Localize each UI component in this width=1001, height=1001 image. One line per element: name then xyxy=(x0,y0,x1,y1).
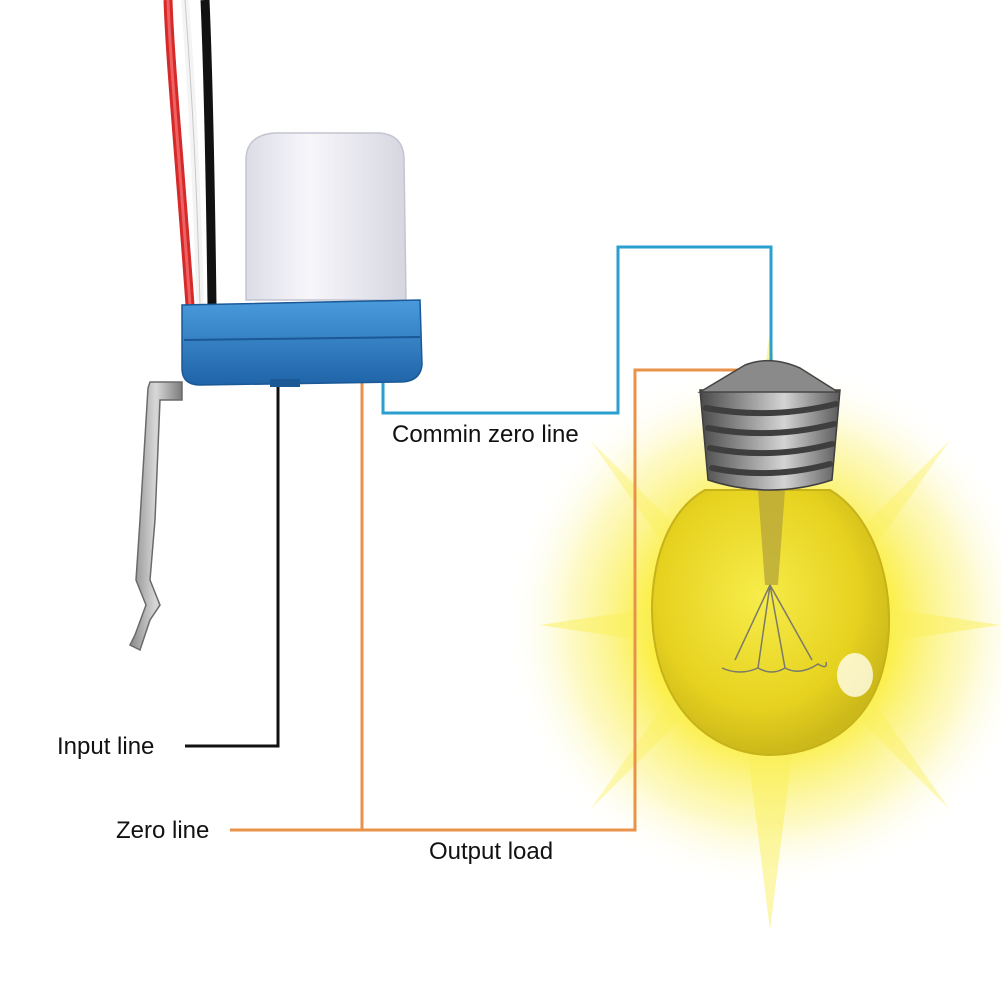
input-line-label: Input line xyxy=(57,733,154,760)
sensor-lead-wires xyxy=(163,0,217,306)
zero-line-label: Zero line xyxy=(116,817,209,844)
light-bulb-icon xyxy=(651,359,891,757)
zero-line-wire xyxy=(230,368,755,832)
photocell-light-sensor-icon xyxy=(128,132,423,652)
input-line-wire xyxy=(185,385,280,748)
output-load-label: Output load xyxy=(429,838,553,865)
common-zero-line-wire xyxy=(381,245,773,415)
commin-zero-line-label: Commin zero line xyxy=(392,421,579,448)
